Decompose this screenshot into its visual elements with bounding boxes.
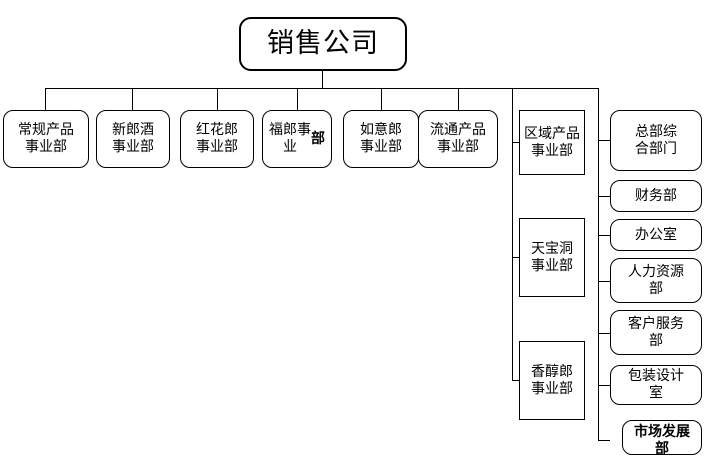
- connector-stub-product-unit-3: [512, 380, 519, 381]
- connector-drop-division-6: [458, 88, 459, 110]
- node-department-human-resources[interactable]: 人力资源 部: [610, 258, 702, 303]
- node-unit-regional-products[interactable]: 区域产品 事业部: [519, 110, 585, 175]
- node-unit-tianbaodong[interactable]: 天宝洞 事业部: [519, 218, 585, 297]
- connector-stub-department-4: [598, 281, 610, 282]
- node-department-office[interactable]: 办公室: [610, 219, 702, 251]
- connector-stub-product-unit-2: [512, 257, 519, 258]
- node-department-hq-general[interactable]: 总部综 合部门: [610, 110, 702, 171]
- node-unit-xiangchunlang[interactable]: 香醇郎 事业部: [519, 341, 585, 420]
- node-division-regular-products[interactable]: 常规产品 事业部: [3, 110, 89, 168]
- connector-stub-department-2: [598, 196, 610, 197]
- node-department-packaging-design[interactable]: 包装设计 室: [610, 365, 702, 405]
- connector-drop-division-1: [45, 88, 46, 110]
- node-division-fulang-label-bold: 部: [311, 130, 325, 147]
- connector-stub-department-6: [598, 385, 610, 386]
- node-root[interactable]: 销售公司: [239, 17, 407, 71]
- node-department-finance[interactable]: 财务部: [610, 180, 702, 212]
- node-department-customer-service[interactable]: 客户服务 部: [610, 310, 702, 355]
- connector-trunk-product-units: [512, 88, 513, 381]
- node-division-honghualang[interactable]: 红花郎 事业部: [180, 110, 254, 168]
- connector-drop-division-5: [381, 88, 382, 110]
- connector-stub-department-3: [598, 235, 610, 236]
- connector-trunk-departments: [598, 88, 599, 440]
- node-division-ruyilang[interactable]: 如意郎 事业部: [343, 110, 419, 168]
- connector-main-bus: [45, 88, 599, 89]
- node-division-distribution-products[interactable]: 流通产品 事业部: [418, 110, 498, 168]
- connector-root-stem: [322, 71, 323, 89]
- connector-stub-department-7: [598, 440, 610, 441]
- node-division-fulang-label: 福郎事 业: [269, 122, 311, 155]
- node-division-xinlangjiu[interactable]: 新郎酒 事业部: [96, 110, 170, 168]
- connector-stub-department-5: [598, 333, 610, 334]
- node-department-market-development[interactable]: 市场发展 部: [622, 420, 702, 457]
- connector-stub-product-unit-1: [512, 142, 519, 143]
- connector-drop-division-4: [297, 88, 298, 110]
- connector-drop-division-2: [132, 88, 133, 110]
- connector-stub-department-1: [598, 140, 610, 141]
- connector-drop-division-3: [217, 88, 218, 110]
- node-division-fulang[interactable]: 福郎事 业部: [262, 110, 332, 168]
